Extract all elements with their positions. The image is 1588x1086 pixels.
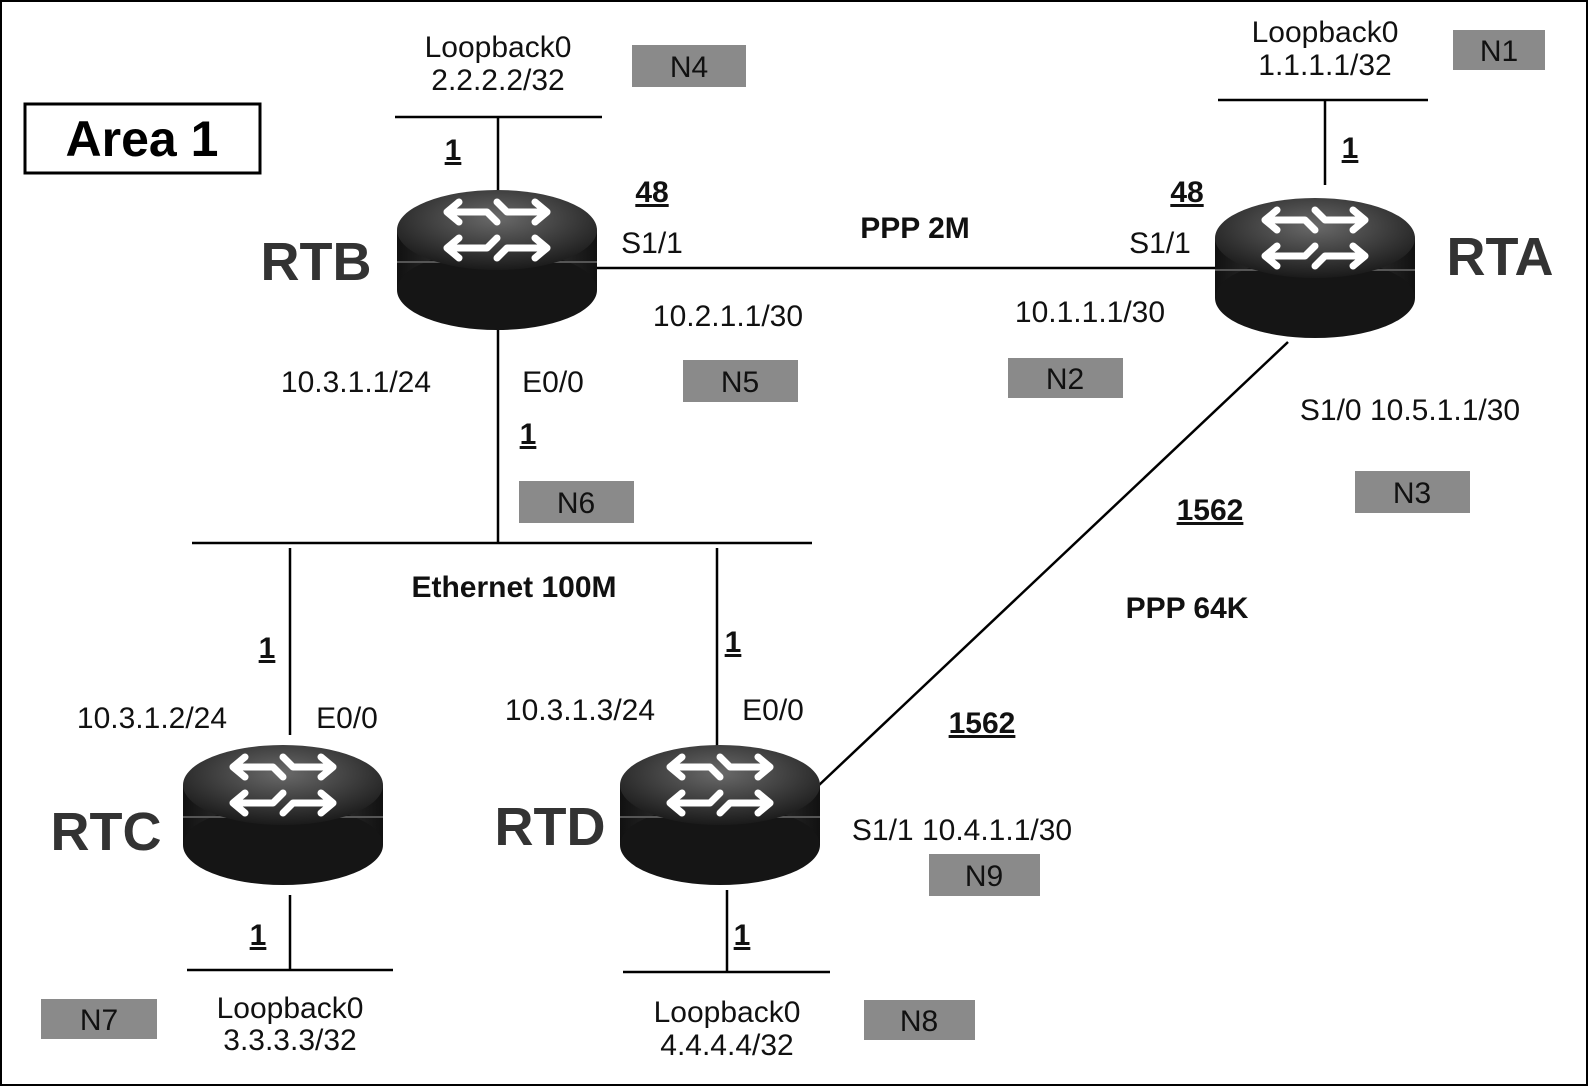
router-icon [397, 190, 597, 330]
network-tag-n6: N6 [519, 481, 634, 523]
ppp-2m-labels: 48 S1/1 10.2.1.1/30 PPP 2M 48 S1/1 10.1.… [621, 176, 1204, 333]
area-label: Area 1 [66, 111, 219, 167]
rta-s1-1-cost: 48 [1170, 176, 1203, 209]
rtd-loopback: 1 Loopback0 4.4.4.4/32 [654, 919, 801, 1062]
network-tag-label: N5 [721, 366, 759, 399]
loopback-name: Loopback0 [654, 996, 801, 1029]
rtc-e0-0-interface: E0/0 [316, 702, 378, 735]
ethernet-label: Ethernet 100M [411, 571, 616, 604]
loopback-name: Loopback0 [217, 992, 364, 1025]
network-tag-label: N1 [1480, 35, 1518, 68]
network-tag-n1: N1 [1453, 30, 1545, 70]
network-tag-n3: N3 [1355, 471, 1470, 513]
rtb-e0-0-ip: 10.3.1.1/24 [281, 366, 431, 399]
router-rtc[interactable]: RTC [51, 745, 383, 885]
rtc-loopback: 1 Loopback0 3.3.3.3/32 [217, 919, 364, 1057]
loopback-address: 1.1.1.1/32 [1258, 49, 1391, 82]
rtd-e0-0-interface: E0/0 [742, 694, 804, 727]
network-tag-n8: N8 [864, 1000, 975, 1040]
loopback-address: 2.2.2.2/32 [431, 64, 564, 97]
network-tag-label: N4 [670, 51, 708, 84]
ppp-64k-link [817, 341, 1289, 787]
router-rta[interactable]: RTA [1215, 198, 1553, 338]
rtb-loopback: Loopback0 2.2.2.2/32 1 [425, 31, 572, 167]
network-tag-label: N9 [965, 860, 1003, 893]
ppp-2m-label: PPP 2M [860, 212, 970, 245]
loopback-name: Loopback0 [425, 31, 572, 64]
rta-s1-1-ip: 10.1.1.1/30 [1015, 296, 1165, 329]
rtb-s1-1-cost: 48 [635, 176, 668, 209]
rta-s1-0-ip: S1/0 10.5.1.1/30 [1300, 394, 1520, 427]
network-tag-label: N8 [900, 1005, 938, 1038]
rtb-s1-1-ip: 10.2.1.1/30 [653, 300, 803, 333]
rtd-e0-0-ip: 10.3.1.3/24 [505, 694, 655, 727]
router-icon [183, 745, 383, 885]
network-tag-label: N2 [1046, 363, 1084, 396]
network-tags: N1 N2 N3 N4 N5 N6 N7 N8 [41, 30, 1545, 1040]
router-name: RTB [261, 232, 372, 292]
network-tag-n7: N7 [41, 999, 157, 1039]
rtb-s1-1-interface: S1/1 [621, 227, 683, 260]
rtb-e0-0-interface: E0/0 [522, 366, 584, 399]
rta-s1-0-cost: 1562 [1177, 494, 1244, 527]
network-tag-n4: N4 [632, 45, 746, 87]
ppp-64k-labels: S1/0 10.5.1.1/30 1562 PPP 64K 1562 S1/1 … [852, 394, 1520, 847]
loopback-address: 4.4.4.4/32 [660, 1029, 793, 1062]
router-name: RTD [495, 797, 606, 857]
rtc-e0-0-ip: 10.3.1.2/24 [77, 702, 227, 735]
router-rtd[interactable]: RTD [495, 745, 820, 885]
rta-loopback: Loopback0 1.1.1.1/32 1 [1252, 16, 1399, 165]
rta-s1-1-interface: S1/1 [1129, 227, 1191, 260]
ppp-64k-label: PPP 64K [1126, 592, 1249, 625]
ethernet-labels: 10.3.1.1/24 E0/0 1 Ethernet 100M 1 10.3.… [77, 366, 804, 735]
network-tag-label: N3 [1393, 477, 1431, 510]
loopback-cost: 1 [734, 919, 751, 952]
router-name: RTA [1447, 227, 1554, 287]
rtd-e0-0-cost: 1 [725, 626, 742, 659]
router-rtb[interactable]: RTB [261, 190, 597, 330]
network-tag-n5: N5 [683, 360, 798, 402]
loopback-cost: 1 [1342, 132, 1359, 165]
rtb-e0-0-cost: 1 [520, 418, 537, 451]
area-label-box: Area 1 [23, 102, 262, 175]
loopback-name: Loopback0 [1252, 16, 1399, 49]
router-icon [620, 745, 820, 885]
network-tag-label: N6 [557, 487, 595, 520]
wires [187, 98, 1428, 974]
network-tag-n2: N2 [1008, 358, 1123, 398]
loopback-cost: 1 [445, 134, 462, 167]
loopback-cost: 1 [250, 919, 267, 952]
rtc-e0-0-cost: 1 [259, 632, 276, 665]
router-name: RTC [51, 802, 162, 862]
rtd-s1-1-cost: 1562 [949, 707, 1016, 740]
network-tag-n9: N9 [929, 854, 1040, 896]
rtd-s1-1-ip: S1/1 10.4.1.1/30 [852, 814, 1072, 847]
loopback-address: 3.3.3.3/32 [223, 1024, 356, 1057]
network-tag-label: N7 [80, 1004, 118, 1037]
router-icon [1215, 198, 1415, 338]
